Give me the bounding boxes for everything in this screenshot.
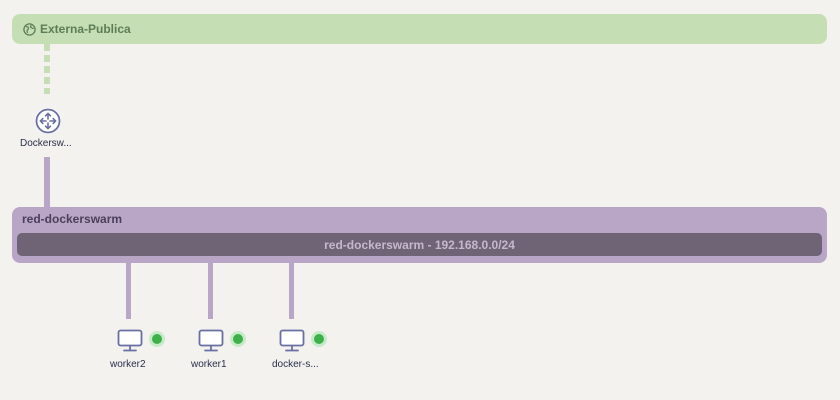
monitor-icon (198, 329, 224, 353)
node-docker-s[interactable]: docker-s... (272, 329, 339, 374)
external-network-bar[interactable]: Externa-Publica (12, 14, 827, 44)
subnet-label: red-dockerswarm - 192.168.0.0/24 (324, 237, 515, 252)
node-label: worker2 (110, 359, 146, 370)
monitor-icon (117, 329, 143, 353)
globe-icon (23, 22, 36, 36)
node-link (289, 263, 294, 319)
node-link (208, 263, 213, 319)
node-worker1[interactable]: worker1 (191, 329, 258, 374)
external-network-name: Externa-Publica (40, 22, 131, 36)
status-online-indicator (314, 334, 324, 344)
monitor-icon (279, 329, 305, 353)
external-link-dotted (44, 44, 50, 94)
subnet-bar[interactable]: red-dockerswarm - 192.168.0.0/24 (17, 233, 822, 256)
status-online-indicator (152, 334, 162, 344)
node-label: worker1 (191, 359, 227, 370)
status-online-indicator (233, 334, 243, 344)
router-icon (35, 108, 61, 134)
node-link (126, 263, 131, 319)
router-node[interactable] (35, 108, 61, 134)
node-worker2[interactable]: worker2 (110, 329, 177, 374)
internal-network-box[interactable]: red-dockerswarm red-dockerswarm - 192.16… (12, 207, 827, 263)
node-label: docker-s... (272, 359, 319, 370)
router-link (44, 157, 50, 209)
router-label: Dockersw... (20, 138, 72, 149)
network-title: red-dockerswarm (22, 212, 123, 226)
